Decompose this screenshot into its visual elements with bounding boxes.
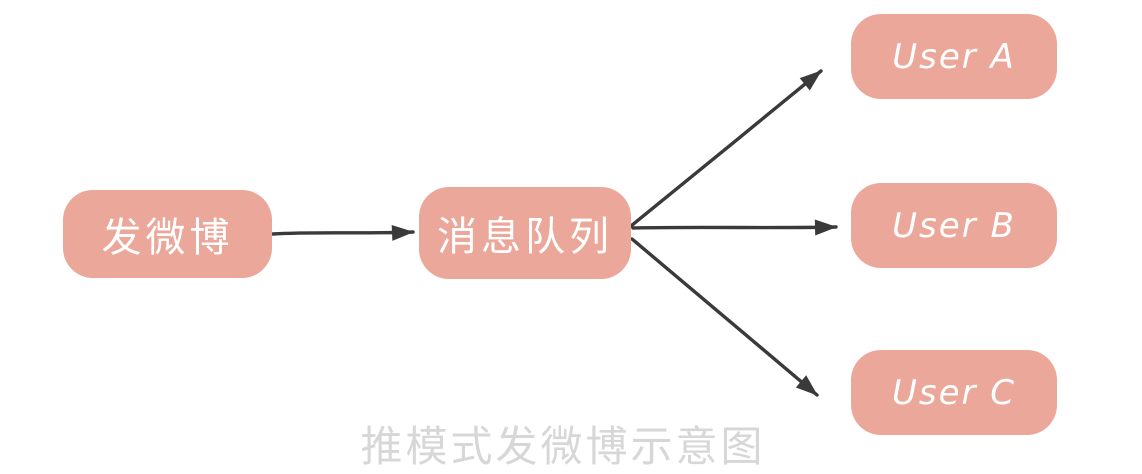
node-publish-label: 发微博 xyxy=(101,215,234,261)
arrow-queue-to-user-c xyxy=(630,237,819,397)
node-publish: 发微博 xyxy=(63,190,272,278)
node-user-a: User A xyxy=(851,14,1057,99)
arrow-publish-to-queue xyxy=(271,224,415,241)
arrow-queue-to-user-a xyxy=(629,69,823,228)
node-message-queue: 消息队列 xyxy=(419,187,631,279)
node-user-b: User B xyxy=(851,183,1057,268)
node-user-b-label: User B xyxy=(892,205,1016,246)
node-user-a-label: User A xyxy=(892,36,1016,77)
node-user-c-label: User C xyxy=(891,372,1017,413)
node-user-c: User C xyxy=(851,350,1057,435)
node-message-queue-label: 消息队列 xyxy=(437,214,613,260)
arrow-queue-to-user-b xyxy=(631,219,838,236)
diagram-caption: 推模式发微博示意图 xyxy=(360,422,766,471)
